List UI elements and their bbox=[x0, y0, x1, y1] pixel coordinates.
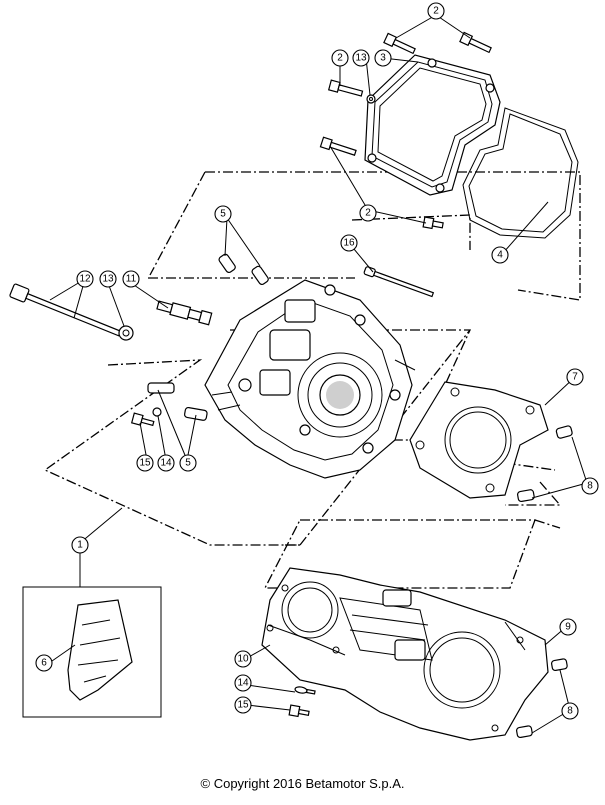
svg-text:15: 15 bbox=[139, 458, 151, 469]
washer-13 bbox=[118, 325, 134, 341]
svg-text:10: 10 bbox=[237, 654, 249, 665]
callout-8-upper: 8 bbox=[581, 477, 599, 495]
stud-16 bbox=[363, 266, 435, 298]
svg-text:16: 16 bbox=[343, 238, 355, 249]
callout-8-lower: 8 bbox=[561, 702, 579, 720]
dowel-pins-upper bbox=[517, 425, 573, 503]
callout-15-head: 15 bbox=[136, 454, 154, 472]
long-stud-bolt bbox=[9, 283, 122, 337]
svg-text:5: 5 bbox=[220, 209, 226, 220]
callout-5-top: 5 bbox=[214, 205, 232, 223]
svg-text:14: 14 bbox=[160, 458, 172, 469]
callout-16: 16 bbox=[340, 234, 358, 252]
callout-10: 10 bbox=[234, 650, 252, 668]
svg-text:8: 8 bbox=[567, 706, 573, 717]
callout-13: 13 bbox=[99, 270, 117, 288]
svg-text:14: 14 bbox=[237, 678, 249, 689]
cylinder-head bbox=[204, 279, 416, 479]
svg-text:2: 2 bbox=[337, 53, 343, 64]
svg-text:12: 12 bbox=[79, 274, 91, 285]
valve-guides bbox=[147, 253, 269, 421]
head-bolt-washer bbox=[130, 407, 162, 427]
callout-2-left: 2 bbox=[331, 49, 349, 67]
svg-text:9: 9 bbox=[565, 622, 571, 633]
svg-text:11: 11 bbox=[126, 274, 137, 285]
valve-cover bbox=[364, 54, 501, 196]
callout-1: 1 bbox=[71, 536, 89, 554]
svg-text:3: 3 bbox=[380, 53, 386, 64]
svg-text:1: 1 bbox=[77, 540, 83, 551]
cylinder-block bbox=[261, 567, 549, 741]
svg-text:13: 13 bbox=[102, 274, 114, 285]
callout-15-cylinder: 15 bbox=[234, 696, 252, 714]
sealant-box bbox=[22, 586, 162, 718]
svg-text:4: 4 bbox=[497, 250, 503, 261]
callout-14-cylinder: 14 bbox=[234, 674, 252, 692]
copyright-notice: © Copyright 2016 Betamotor S.p.A. bbox=[200, 776, 405, 791]
valve-cover-gasket bbox=[462, 107, 579, 239]
svg-text:15: 15 bbox=[237, 700, 249, 711]
dashed-group-outlines bbox=[43, 171, 581, 589]
callout-3: 3 bbox=[374, 49, 392, 67]
svg-text:13: 13 bbox=[355, 53, 367, 64]
svg-text:2: 2 bbox=[433, 6, 439, 17]
callout-9: 9 bbox=[559, 618, 577, 636]
callout-11: 11 bbox=[122, 270, 140, 288]
cylinder-bolt-washer bbox=[288, 686, 316, 718]
cover-bolts bbox=[319, 31, 492, 230]
svg-text:5: 5 bbox=[185, 458, 191, 469]
svg-text:7: 7 bbox=[572, 372, 578, 383]
callout-12: 12 bbox=[76, 270, 94, 288]
callout-2-top: 2 bbox=[427, 2, 445, 20]
dowel-pins-lower bbox=[516, 658, 568, 739]
callout-6: 6 bbox=[35, 654, 53, 672]
svg-text:8: 8 bbox=[587, 481, 593, 492]
svg-text:2: 2 bbox=[365, 208, 371, 219]
svg-text:6: 6 bbox=[41, 658, 47, 669]
callout-4: 4 bbox=[491, 246, 509, 264]
callout-2-bottom: 2 bbox=[359, 204, 377, 222]
callout-5-bottom: 5 bbox=[179, 454, 197, 472]
callout-14-head: 14 bbox=[157, 454, 175, 472]
head-gasket bbox=[409, 381, 549, 499]
spark-plug bbox=[156, 300, 213, 326]
callout-7: 7 bbox=[566, 368, 584, 386]
callout-14-top: 13 bbox=[352, 49, 370, 67]
